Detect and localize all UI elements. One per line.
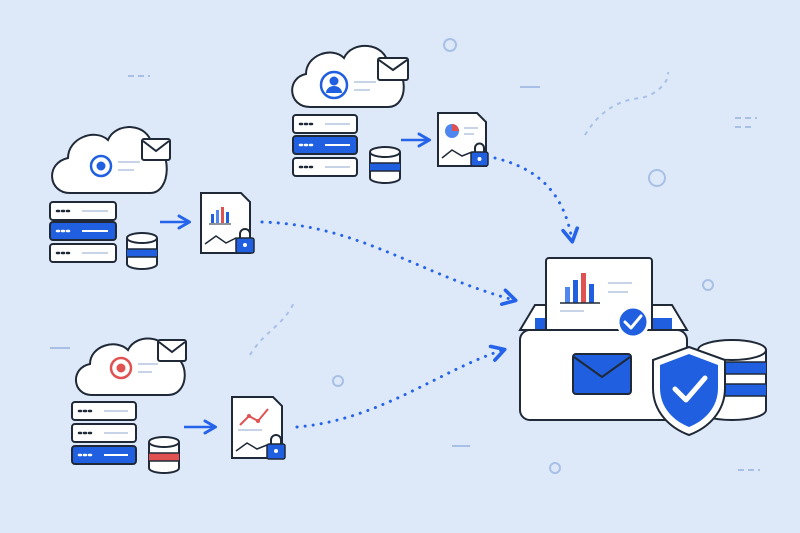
shield-check-icon bbox=[652, 345, 726, 437]
server-stack-icon bbox=[292, 114, 358, 177]
decor-circle bbox=[648, 169, 666, 187]
envelope-icon bbox=[377, 57, 409, 81]
background-decorations bbox=[50, 38, 760, 474]
cloud-text-lines bbox=[354, 81, 376, 91]
padlock-icon bbox=[266, 434, 286, 460]
database-icon bbox=[369, 146, 401, 184]
user-avatar-icon bbox=[319, 70, 349, 100]
destination-group bbox=[518, 257, 767, 437]
padlock-icon bbox=[235, 228, 255, 254]
inbox-tray-icon bbox=[518, 257, 689, 421]
connector-source-3 bbox=[295, 344, 507, 429]
database-icon bbox=[148, 436, 180, 474]
source-group-2 bbox=[291, 44, 489, 184]
envelope-icon bbox=[157, 339, 187, 362]
connectors bbox=[260, 156, 580, 429]
cloud-icon bbox=[51, 126, 168, 194]
cloud-text-lines bbox=[138, 363, 158, 373]
database-icon bbox=[126, 232, 158, 270]
decor-circle bbox=[702, 279, 714, 291]
source-group-3 bbox=[71, 337, 286, 474]
decor-circle bbox=[332, 375, 344, 387]
check-badge-icon bbox=[616, 305, 650, 339]
cloud-text-lines bbox=[118, 161, 140, 171]
decor-circle bbox=[549, 462, 561, 474]
decor-curve bbox=[249, 299, 296, 356]
padlock-icon bbox=[470, 142, 489, 167]
envelope-icon bbox=[572, 353, 632, 395]
location-pin-icon bbox=[89, 154, 113, 178]
decor-circle bbox=[443, 38, 457, 52]
source-group-1 bbox=[49, 126, 255, 270]
server-stack-icon bbox=[49, 201, 117, 263]
envelope-icon bbox=[141, 138, 171, 161]
connector-source-2 bbox=[493, 156, 580, 244]
decor-curve bbox=[584, 71, 670, 136]
location-pin-icon bbox=[109, 356, 133, 380]
cloud-icon bbox=[291, 44, 405, 108]
server-stack-icon bbox=[71, 401, 137, 465]
connector-source-1 bbox=[260, 220, 518, 306]
